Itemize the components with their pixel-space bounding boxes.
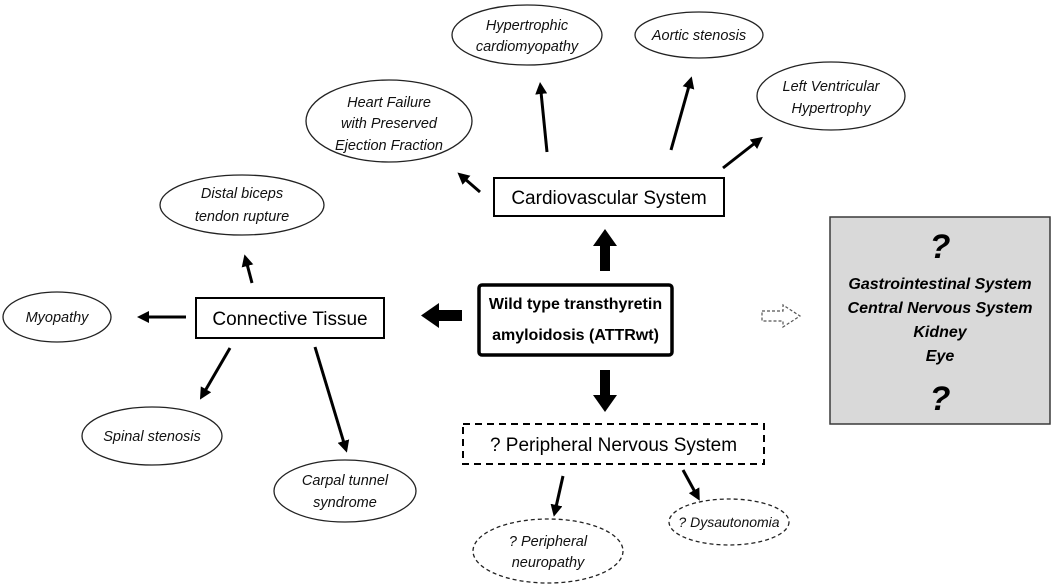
outcome-dysautonomia-label: ? Dysautonomia bbox=[678, 514, 779, 530]
arrow-cardiovascular-to-lvh bbox=[722, 136, 763, 170]
outcome-hfpef-line-3: Ejection Fraction bbox=[335, 138, 443, 154]
outcome-hypertrophic-cardiomyopathy-label: Hypertrophic cardiomyopathy bbox=[476, 18, 579, 55]
outcome-aortic-stenosis-line-1: Aortic stenosis bbox=[651, 28, 746, 44]
outcome-distal-biceps: Distal biceps tendon rupture bbox=[159, 174, 325, 236]
arrow-connective-to-carpal-tunnel bbox=[313, 346, 350, 453]
connective-tissue-box bbox=[195, 297, 385, 339]
outcome-distal-biceps-label: Distal biceps tendon rupture bbox=[195, 186, 289, 225]
arrow-connective-to-spinal-stenosis bbox=[199, 347, 232, 400]
outcome-carpal-tunnel-ellipse bbox=[273, 459, 417, 523]
outcome-carpal-tunnel-line-1: Carpal tunnel bbox=[302, 473, 389, 489]
outcome-aortic-stenosis: Aortic stenosis bbox=[634, 11, 764, 59]
arrow-to-connective-tissue bbox=[421, 303, 462, 328]
cardiovascular-box bbox=[493, 177, 725, 217]
outcome-hypertrophic-cardiomyopathy-line-2: cardiomyopathy bbox=[476, 39, 579, 55]
arrow-to-uncertain-systems bbox=[761, 303, 802, 329]
outcome-aortic-stenosis-label: Aortic stenosis bbox=[651, 28, 746, 44]
outcome-distal-biceps-ellipse bbox=[159, 174, 325, 236]
central-condition: Wild type transthyretin amyloidosis (ATTR… bbox=[477, 283, 674, 357]
cardiovascular-group: Cardiovascular System bbox=[493, 177, 725, 217]
outcome-spinal-stenosis-line-1: Spinal stenosis bbox=[103, 429, 201, 445]
outcome-hfpef-line-1: Heart Failure bbox=[347, 95, 431, 111]
outcome-myopathy-ellipse bbox=[2, 291, 112, 343]
cardiovascular-label: Cardiovascular System bbox=[511, 188, 706, 209]
connective-tissue-label: Connective Tissue bbox=[212, 309, 367, 330]
arrow-cardiovascular-to-hypertrophic-cardiomyopathy bbox=[535, 82, 549, 153]
outcome-lvh-ellipse bbox=[756, 61, 906, 131]
outcome-hypertrophic-cardiomyopathy: Hypertrophic cardiomyopathy bbox=[451, 4, 603, 66]
uncertain-systems-box bbox=[829, 216, 1051, 425]
connective-tissue-group: Connective Tissue bbox=[195, 297, 385, 339]
uncertain-item-eye: Eye bbox=[926, 348, 955, 365]
arrow-pns-to-dysautonomia bbox=[681, 469, 700, 501]
outcome-carpal-tunnel-label: Carpal tunnel syndrome bbox=[302, 473, 389, 511]
outcome-peripheral-neuropathy-label: ? Peripheral neuropathy bbox=[509, 534, 588, 571]
peripheral-nervous-group: ? Peripheral Nervous System bbox=[462, 423, 765, 465]
peripheral-nervous-label: ? Peripheral Nervous System bbox=[490, 435, 737, 456]
central-condition-label: Wild type transthyretin amyloidosis (ATTR… bbox=[489, 296, 662, 344]
outcome-peripheral-neuropathy: ? Peripheral neuropathy bbox=[472, 518, 624, 584]
outcome-distal-biceps-line-1: Distal biceps bbox=[201, 186, 283, 202]
outcome-distal-biceps-line-2: tendon rupture bbox=[195, 209, 289, 225]
outcome-dysautonomia-ellipse bbox=[668, 498, 790, 546]
arrow-cardiovascular-to-aortic-stenosis bbox=[669, 76, 695, 151]
arrow-connective-to-distal-biceps bbox=[241, 254, 254, 284]
outcome-carpal-tunnel: Carpal tunnel syndrome bbox=[273, 459, 417, 523]
arrow-to-cardiovascular bbox=[593, 229, 617, 271]
arrow-cardiovascular-to-hfpef bbox=[457, 172, 481, 194]
outcome-spinal-stenosis-label: Spinal stenosis bbox=[103, 429, 201, 445]
outcome-hypertrophic-cardiomyopathy-ellipse bbox=[451, 4, 603, 66]
uncertain-item-kidney: Kidney bbox=[913, 324, 967, 341]
outcome-lvh-line-2: Hypertrophy bbox=[792, 101, 872, 117]
outcome-myopathy-label: Myopathy bbox=[26, 310, 90, 326]
central-condition-line-2: amyloidosis (ATTRwt) bbox=[492, 327, 659, 344]
outcome-spinal-stenosis-ellipse bbox=[81, 406, 223, 466]
uncertain-top-question-mark: ? bbox=[930, 228, 951, 266]
outcome-peripheral-neuropathy-line-2: neuropathy bbox=[512, 555, 585, 571]
outcome-peripheral-neuropathy-ellipse bbox=[472, 518, 624, 584]
uncertain-bottom-question-mark: ? bbox=[930, 380, 951, 418]
uncertain-item-central-nervous: Central Nervous System bbox=[848, 300, 1033, 317]
outcome-hypertrophic-cardiomyopathy-line-1: Hypertrophic bbox=[486, 18, 569, 34]
outcome-hfpef-ellipse bbox=[305, 79, 473, 163]
arrow-pns-to-neuropathy bbox=[550, 475, 565, 517]
arrow-to-peripheral-nervous-system bbox=[593, 370, 617, 412]
outcome-myopathy: Myopathy bbox=[2, 291, 112, 343]
outcome-myopathy-line-1: Myopathy bbox=[26, 310, 90, 326]
peripheral-nervous-box bbox=[462, 423, 765, 465]
outcome-hfpef-line-2: with Preserved bbox=[341, 116, 438, 132]
outcome-carpal-tunnel-line-2: syndrome bbox=[313, 495, 377, 511]
outcome-peripheral-neuropathy-line-1: ? Peripheral bbox=[509, 534, 588, 550]
outcome-spinal-stenosis: Spinal stenosis bbox=[81, 406, 223, 466]
uncertain-item-gastrointestinal: Gastrointestinal System bbox=[848, 276, 1031, 293]
outcome-dysautonomia: ? Dysautonomia bbox=[668, 498, 790, 546]
outcome-dysautonomia-line-1: ? Dysautonomia bbox=[678, 514, 779, 530]
outcome-aortic-stenosis-ellipse bbox=[634, 11, 764, 59]
uncertain-systems-group: ? Gastrointestinal System Central Nervou… bbox=[829, 216, 1051, 425]
central-condition-line-1: Wild type transthyretin bbox=[489, 296, 662, 313]
outcome-lvh-line-1: Left Ventricular bbox=[783, 79, 881, 95]
central-condition-box bbox=[477, 283, 674, 357]
